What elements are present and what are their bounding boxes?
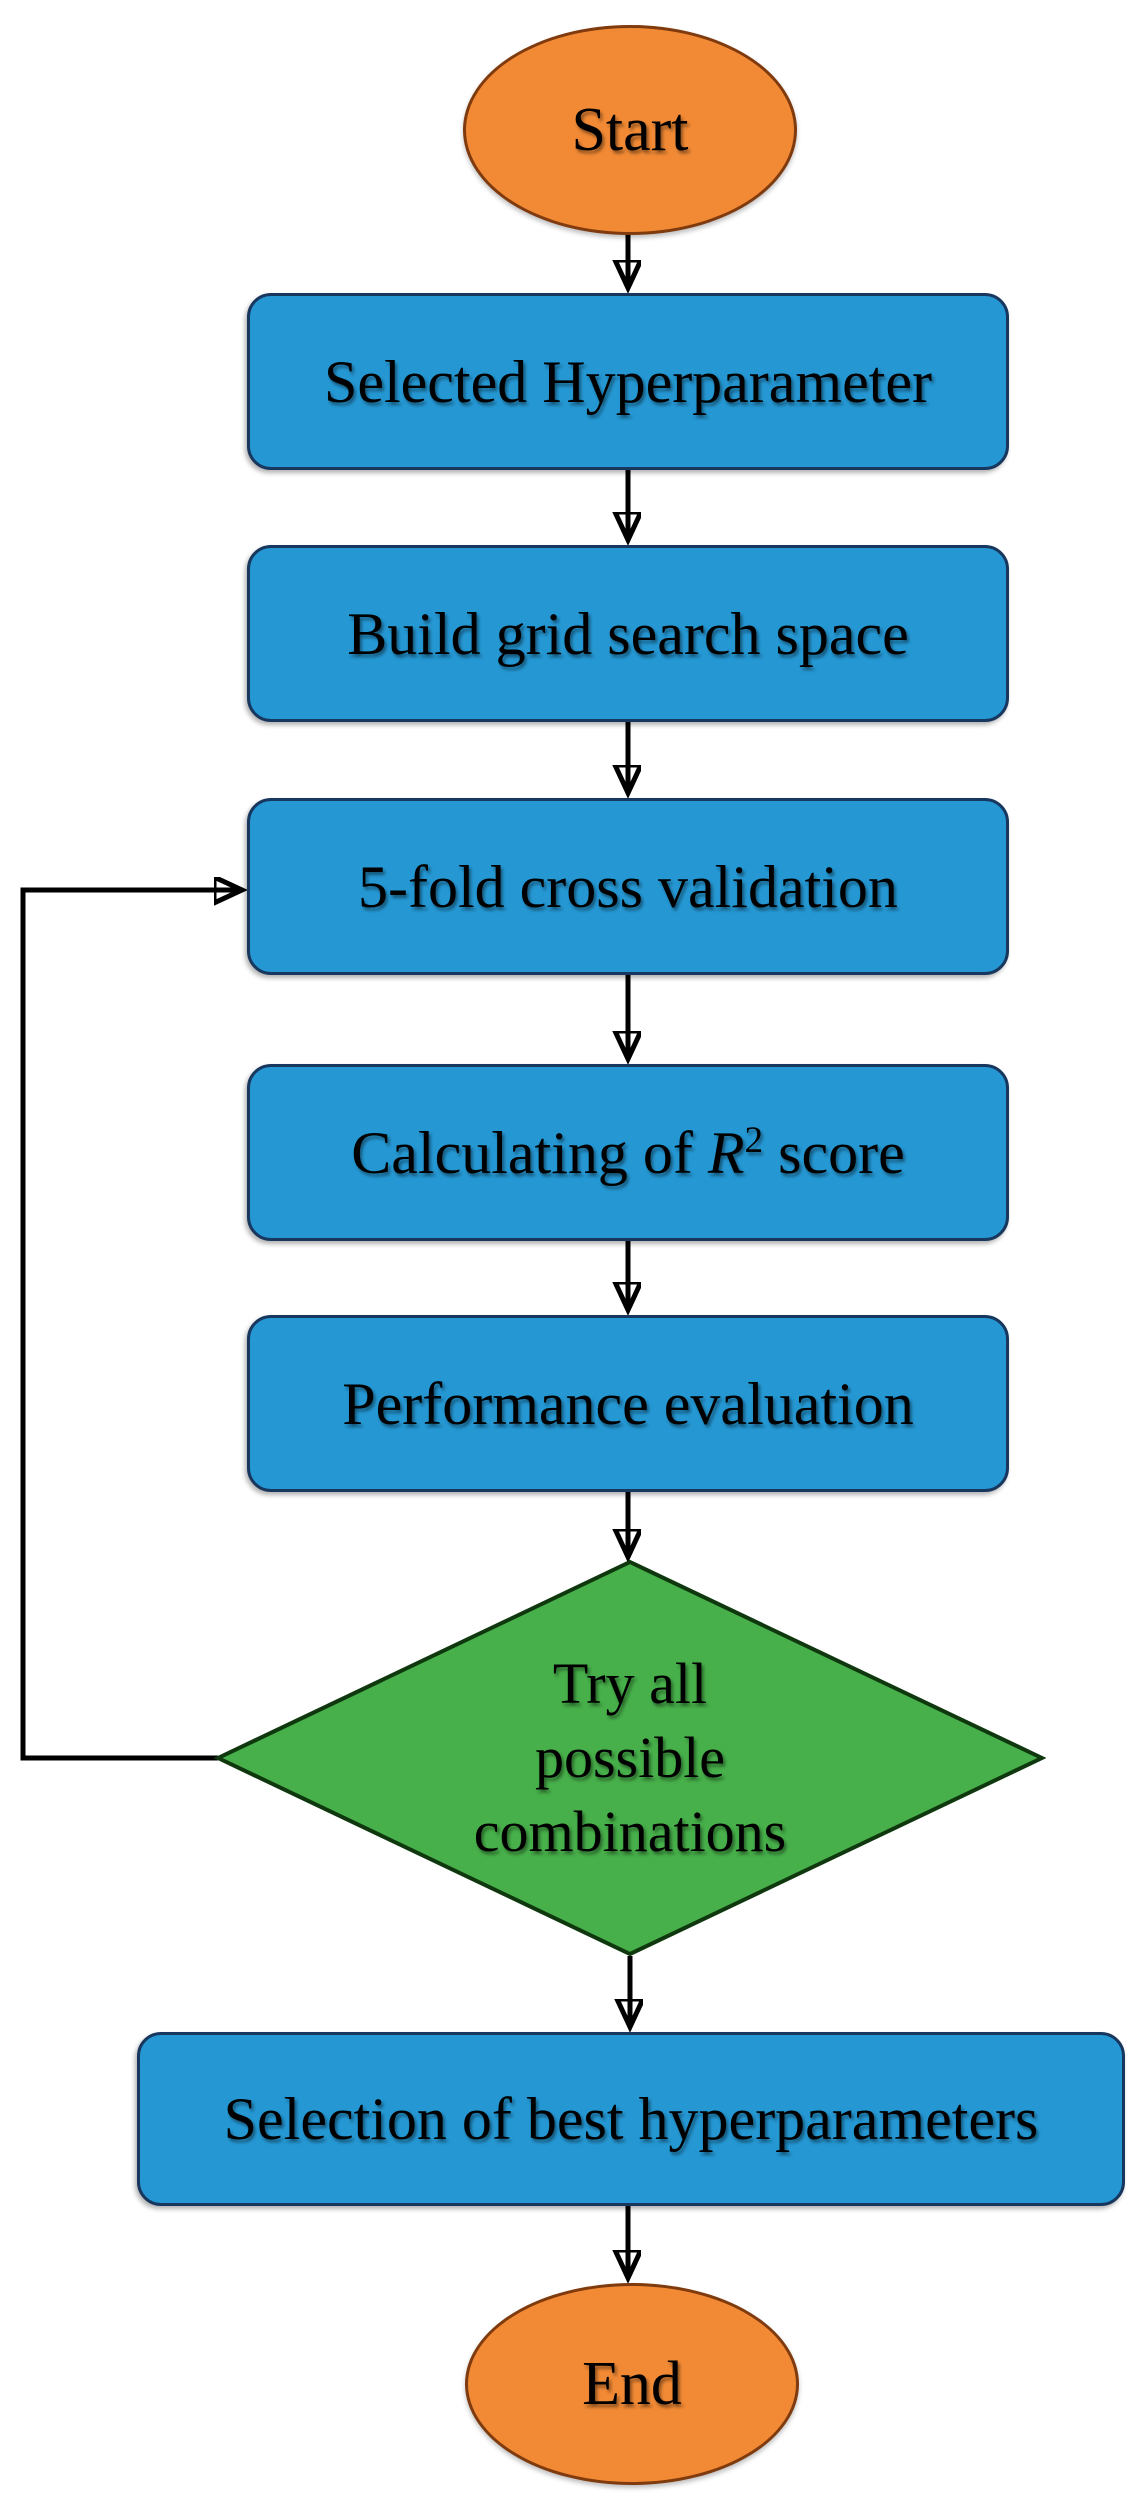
process-label: Performance evaluation	[342, 1370, 914, 1437]
r-superscript: 2	[744, 1119, 764, 1161]
process-selection-of-best-hyperparameters: Selection of best hyperparameters	[137, 2032, 1125, 2206]
end-terminator: End	[465, 2283, 799, 2485]
process-label: Build grid search space	[347, 600, 909, 667]
process-build-grid-search-space: Build grid search space	[247, 545, 1009, 722]
decision-diamond-shape	[214, 1559, 1046, 1957]
process-performance-evaluation: Performance evaluation	[247, 1315, 1009, 1492]
end-label: End	[582, 2349, 682, 2418]
process-calculating-r2-score: Calculating of R2 score	[247, 1064, 1009, 1241]
arrow-loop-decision-to-cv	[20, 890, 240, 1761]
process-label: Selected Hyperparameter	[324, 348, 932, 415]
start-label: Start	[571, 95, 689, 164]
process-5-fold-cross-validation: 5-fold cross validation	[247, 798, 1009, 975]
r-symbol: R	[707, 1119, 745, 1186]
start-terminator: Start	[463, 25, 797, 235]
decision-try-all-possible-combinations: Try all possible combinations	[214, 1558, 1046, 1958]
process-label: 5-fold cross validation	[358, 853, 898, 920]
process-label: Calculating of R2 score	[351, 1119, 905, 1186]
process-label: Selection of best hyperparameters	[223, 2086, 1039, 2152]
decision-label: Try all possible combinations	[473, 1650, 787, 1865]
process-selected-hyperparameter: Selected Hyperparameter	[247, 293, 1009, 470]
